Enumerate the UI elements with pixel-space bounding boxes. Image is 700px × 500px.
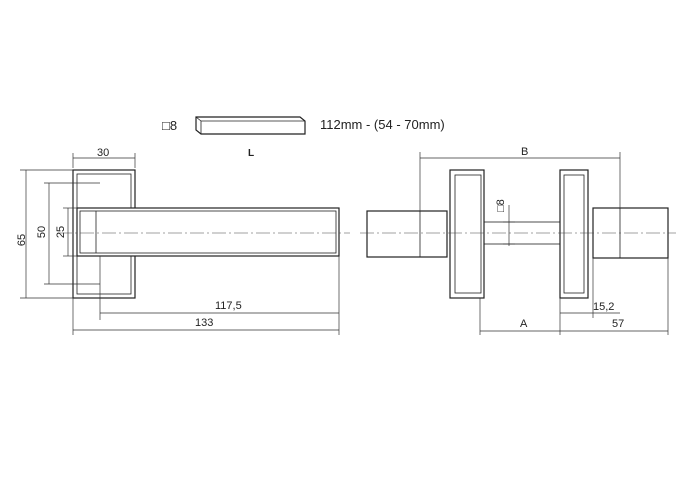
dim-lever-length: 117,5 bbox=[215, 300, 242, 312]
dim-B: B bbox=[521, 146, 528, 158]
set-view: B □8 A 15,2 57 bbox=[360, 146, 676, 335]
dim-overall-height: 65 bbox=[16, 234, 28, 246]
spindle-square-label: □8 bbox=[162, 118, 177, 133]
spindle-caption: L bbox=[248, 148, 254, 159]
dim-total-length: 133 bbox=[195, 317, 213, 329]
handle-view: 30 65 50 25 117,5 133 bbox=[16, 147, 350, 335]
left-lever-grip bbox=[366, 210, 448, 258]
dim-grip-height: 25 bbox=[55, 226, 67, 238]
right-rose bbox=[559, 169, 589, 299]
dim-spindle-square: □8 bbox=[495, 199, 507, 212]
dim-rose-width: 30 bbox=[97, 147, 109, 159]
dim-projection: 57 bbox=[612, 318, 624, 330]
lever-outline bbox=[76, 207, 340, 257]
dim-rose-inner: 50 bbox=[36, 226, 48, 238]
spindle-bar bbox=[195, 116, 306, 135]
spindle-length-label: 112mm - (54 - 70mm) bbox=[320, 117, 445, 132]
dim-A: A bbox=[520, 318, 528, 330]
dim-rose-depth: 15,2 bbox=[593, 301, 614, 313]
spindle-detail: □8 112mm - (54 - 70mm) L bbox=[162, 116, 445, 159]
